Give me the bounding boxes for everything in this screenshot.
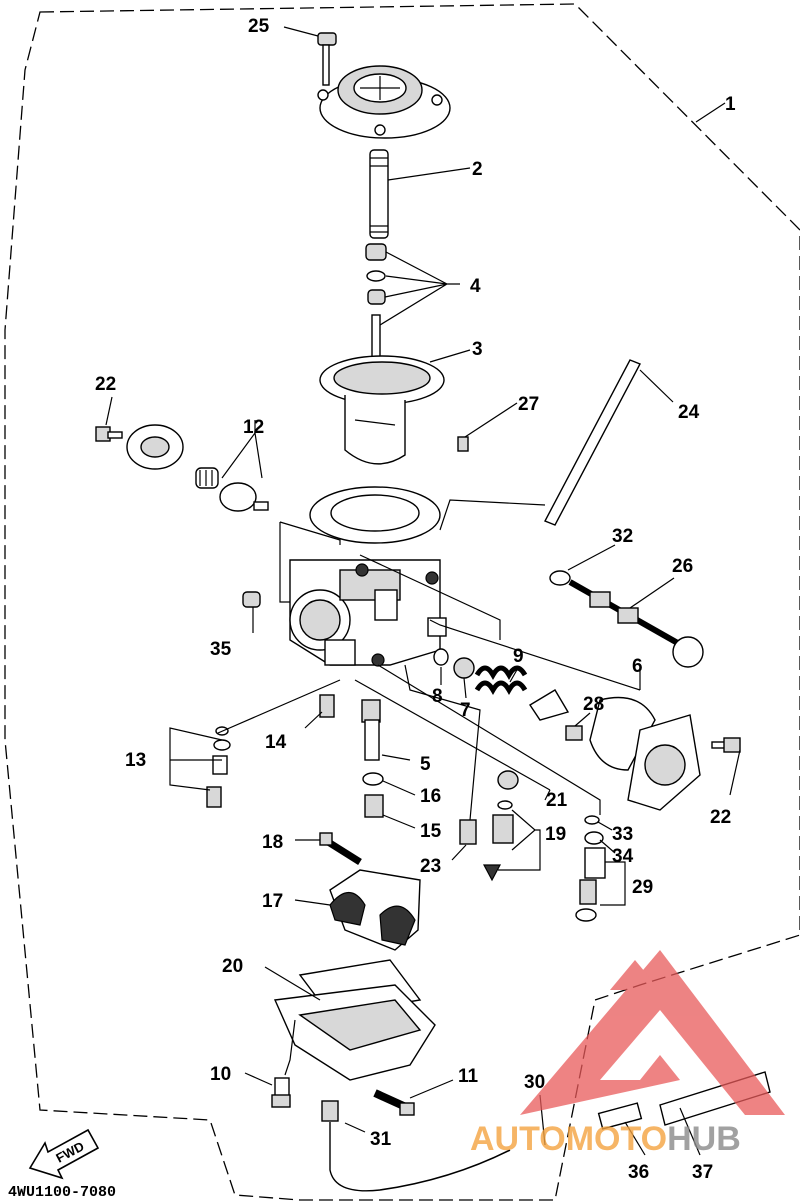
callout-29: 29 (632, 877, 653, 898)
part-17-float (329, 869, 421, 951)
watermark-auto: AUTO (470, 1120, 566, 1158)
part-33-oring (584, 815, 600, 825)
callout-2: 2 (472, 159, 483, 180)
callout-18: 18 (262, 832, 283, 853)
watermark-hub: HUB (667, 1120, 741, 1158)
callout-34: 34 (612, 846, 634, 867)
automotohub-watermark-logo (520, 950, 785, 1115)
callout-35: 35 (210, 639, 232, 660)
callout-9: 9 (513, 646, 524, 667)
part-34-washer (584, 831, 604, 845)
assembly-boundary (4, 3, 800, 1201)
callout-28: 28 (583, 694, 604, 715)
part-15-jet (364, 794, 384, 818)
callout-1: 1 (725, 94, 736, 115)
callout-11: 11 (458, 1066, 479, 1087)
part-5-emulsion-tube (361, 699, 381, 761)
top-cover (317, 65, 451, 139)
callout-26: 26 (672, 556, 693, 577)
part-23-jet (459, 819, 477, 845)
left-cover (126, 424, 184, 470)
carburetor-body (289, 486, 447, 667)
callout-20: 20 (222, 956, 243, 977)
part-8-washer (433, 648, 449, 666)
part-21-cap (497, 770, 519, 790)
callout-labels: 25 1 2 4 3 22 24 27 12 32 26 35 9 6 8 28… (95, 16, 736, 1183)
part-13-screw-set (206, 726, 231, 808)
part-16-washer (362, 772, 384, 786)
callout-10: 10 (210, 1064, 231, 1085)
callout-27: 27 (518, 394, 539, 415)
callout-23: 23 (420, 856, 441, 877)
callout-19: 19 (545, 824, 566, 845)
callout-22-right: 22 (710, 807, 731, 828)
part-10-screw (271, 1077, 291, 1108)
part-35-nut (242, 591, 261, 608)
callout-5: 5 (420, 754, 431, 775)
callout-37: 37 (692, 1162, 713, 1183)
callout-12: 12 (243, 417, 264, 438)
part-24-rod (544, 359, 641, 526)
callout-17: 17 (262, 891, 283, 912)
callout-14: 14 (265, 732, 287, 753)
float-bowl (273, 984, 436, 1081)
callout-4: 4 (470, 276, 481, 297)
part-18-pin (319, 832, 362, 865)
part-27-plug (457, 436, 469, 452)
callout-13: 13 (125, 750, 146, 771)
callout-15: 15 (420, 821, 442, 842)
callout-6: 6 (632, 656, 643, 677)
callout-31: 31 (370, 1129, 392, 1150)
part-22-screw-left (95, 426, 123, 442)
part-28-lever (529, 689, 583, 741)
part-31-hose-clamp (321, 1100, 381, 1192)
callout-24: 24 (678, 402, 700, 423)
callout-32: 32 (612, 526, 633, 547)
part-14-jet (319, 694, 335, 718)
part-30-hose (379, 1149, 511, 1191)
leader-lines (105, 26, 741, 1156)
part-29-spring-screw (575, 847, 606, 922)
part-2-spring (369, 149, 389, 239)
callout-7: 7 (460, 700, 471, 721)
callout-25: 25 (248, 16, 270, 37)
part-11-drain-screw (373, 1089, 415, 1116)
diagram-code: 4WU1100-7080 (8, 1184, 116, 1201)
callout-22-left: 22 (95, 374, 116, 395)
part-26-adjuster (568, 579, 704, 668)
part-9-spring (474, 665, 528, 696)
part-22-screw-right (711, 737, 741, 753)
watermark-text: AUTOMOTOHUB (470, 1120, 741, 1158)
part-19-needle-valve (483, 800, 514, 882)
callout-8: 8 (432, 686, 443, 707)
part-25-screw (317, 32, 337, 86)
callout-21: 21 (546, 790, 568, 811)
right-cover (627, 714, 701, 811)
callout-16: 16 (420, 786, 441, 807)
part-7-seal (453, 657, 475, 679)
watermark-moto: MOTO (566, 1120, 667, 1158)
callout-3: 3 (472, 339, 483, 360)
part-12-spring-set (195, 467, 269, 512)
part-4-needle-set (365, 243, 387, 386)
fwd-arrow-badge: FWD (28, 1128, 100, 1180)
part-3-diaphragm (319, 355, 445, 465)
part-32-washer (549, 570, 571, 586)
callout-36: 36 (628, 1162, 649, 1183)
callout-30: 30 (524, 1072, 545, 1093)
part-36-fitting (597, 1102, 643, 1130)
callout-33: 33 (612, 824, 633, 845)
